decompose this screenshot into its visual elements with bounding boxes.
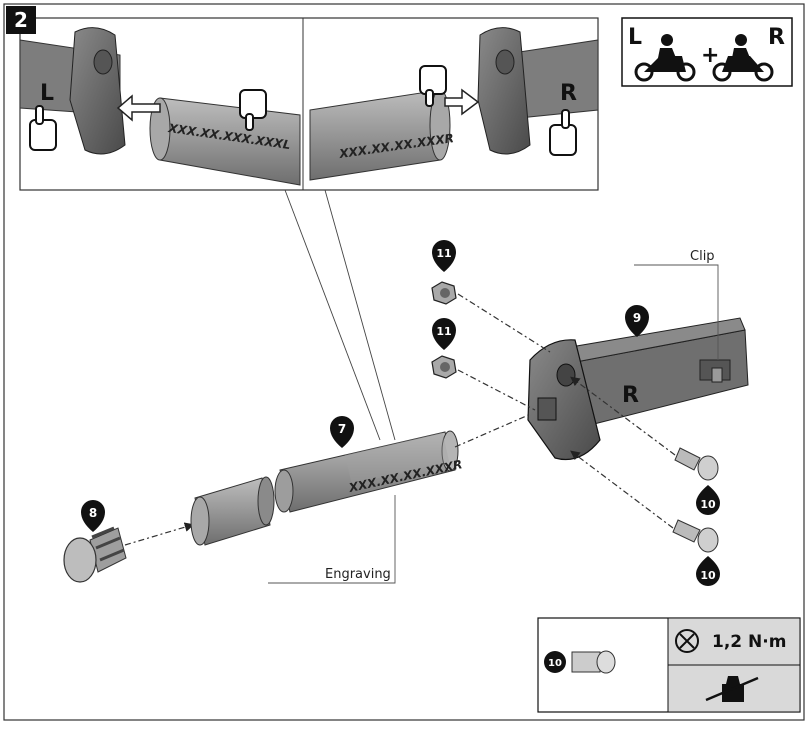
svg-text:7: 7 <box>338 422 346 436</box>
tube-insert-line <box>454 408 543 448</box>
handlebar-bracket <box>527 317 749 461</box>
callout-bracket: 9 <box>625 305 649 337</box>
engraving-leader <box>268 495 396 584</box>
right-hand-down-icon <box>419 65 447 107</box>
svg-text:10: 10 <box>700 569 716 582</box>
clip-label: Clip <box>690 249 715 264</box>
bolt-bottom-line <box>570 450 674 529</box>
main-tube <box>274 430 459 513</box>
torque-box: 10 1,2 N·m <box>537 617 801 713</box>
left-bracket-hole <box>93 49 113 75</box>
left-hand-down-icon <box>239 89 267 131</box>
svg-text:10: 10 <box>548 658 562 669</box>
bolt-bottom <box>672 519 719 553</box>
short-tube <box>190 476 275 546</box>
zoom-line-left <box>284 189 381 441</box>
svg-text:11: 11 <box>436 325 451 338</box>
nut-top-line <box>457 293 551 353</box>
detail-inset: L XXX.XX.XXX.XXXL XXX.XX.XX.XXXR R <box>19 17 599 191</box>
left-bracket-mark: L <box>40 81 54 106</box>
torque-bolt-icon <box>571 650 616 674</box>
no-threadlocker-icon <box>705 676 759 702</box>
zoom-line-right <box>324 189 396 441</box>
right-bracket <box>477 27 531 155</box>
left-hand-pointer-icon <box>29 105 57 151</box>
callout-tube: 7 <box>330 416 354 448</box>
bracket-mark: R <box>622 383 639 408</box>
motorcycle-left-icon <box>634 34 696 82</box>
end-plug <box>63 526 127 583</box>
nut-top <box>431 281 457 305</box>
callout-bolt-top: 10 <box>696 485 720 515</box>
side-left-letter: L <box>628 25 642 50</box>
callout-nut-top: 11 <box>432 240 456 272</box>
callout-nut-bottom: 11 <box>432 318 456 350</box>
torque-callout: 10 <box>544 651 566 673</box>
callout-plug: 8 <box>81 500 105 532</box>
right-bracket-hole <box>495 49 515 75</box>
right-insert-arrow <box>444 88 480 116</box>
svg-text:8: 8 <box>89 506 97 520</box>
side-right-letter: R <box>768 25 785 50</box>
svg-text:10: 10 <box>700 498 716 511</box>
bolt-top <box>674 447 719 481</box>
svg-text:9: 9 <box>633 311 641 325</box>
clip-leader <box>634 264 719 360</box>
plug-insert-line <box>124 522 195 546</box>
step-number: 2 <box>6 6 36 34</box>
engraving-label: Engraving <box>325 567 391 582</box>
left-insert-arrow <box>116 94 161 122</box>
torque-value: 1,2 N·m <box>712 632 786 652</box>
left-tube-end <box>149 97 171 161</box>
callout-bolt-bottom: 10 <box>696 556 720 586</box>
nut-bottom <box>431 355 457 379</box>
nut-bottom-line <box>457 369 536 411</box>
svg-text:11: 11 <box>436 247 451 260</box>
side-badge: L + R <box>621 17 793 87</box>
torque-wrench-icon <box>675 629 699 653</box>
motorcycle-right-icon <box>712 34 774 82</box>
outer-frame <box>3 3 805 721</box>
right-hand-pointer-icon <box>549 109 577 156</box>
bolt-top-line <box>570 376 676 456</box>
right-bracket-mark: R <box>560 81 577 106</box>
side-plus: + <box>701 43 719 68</box>
